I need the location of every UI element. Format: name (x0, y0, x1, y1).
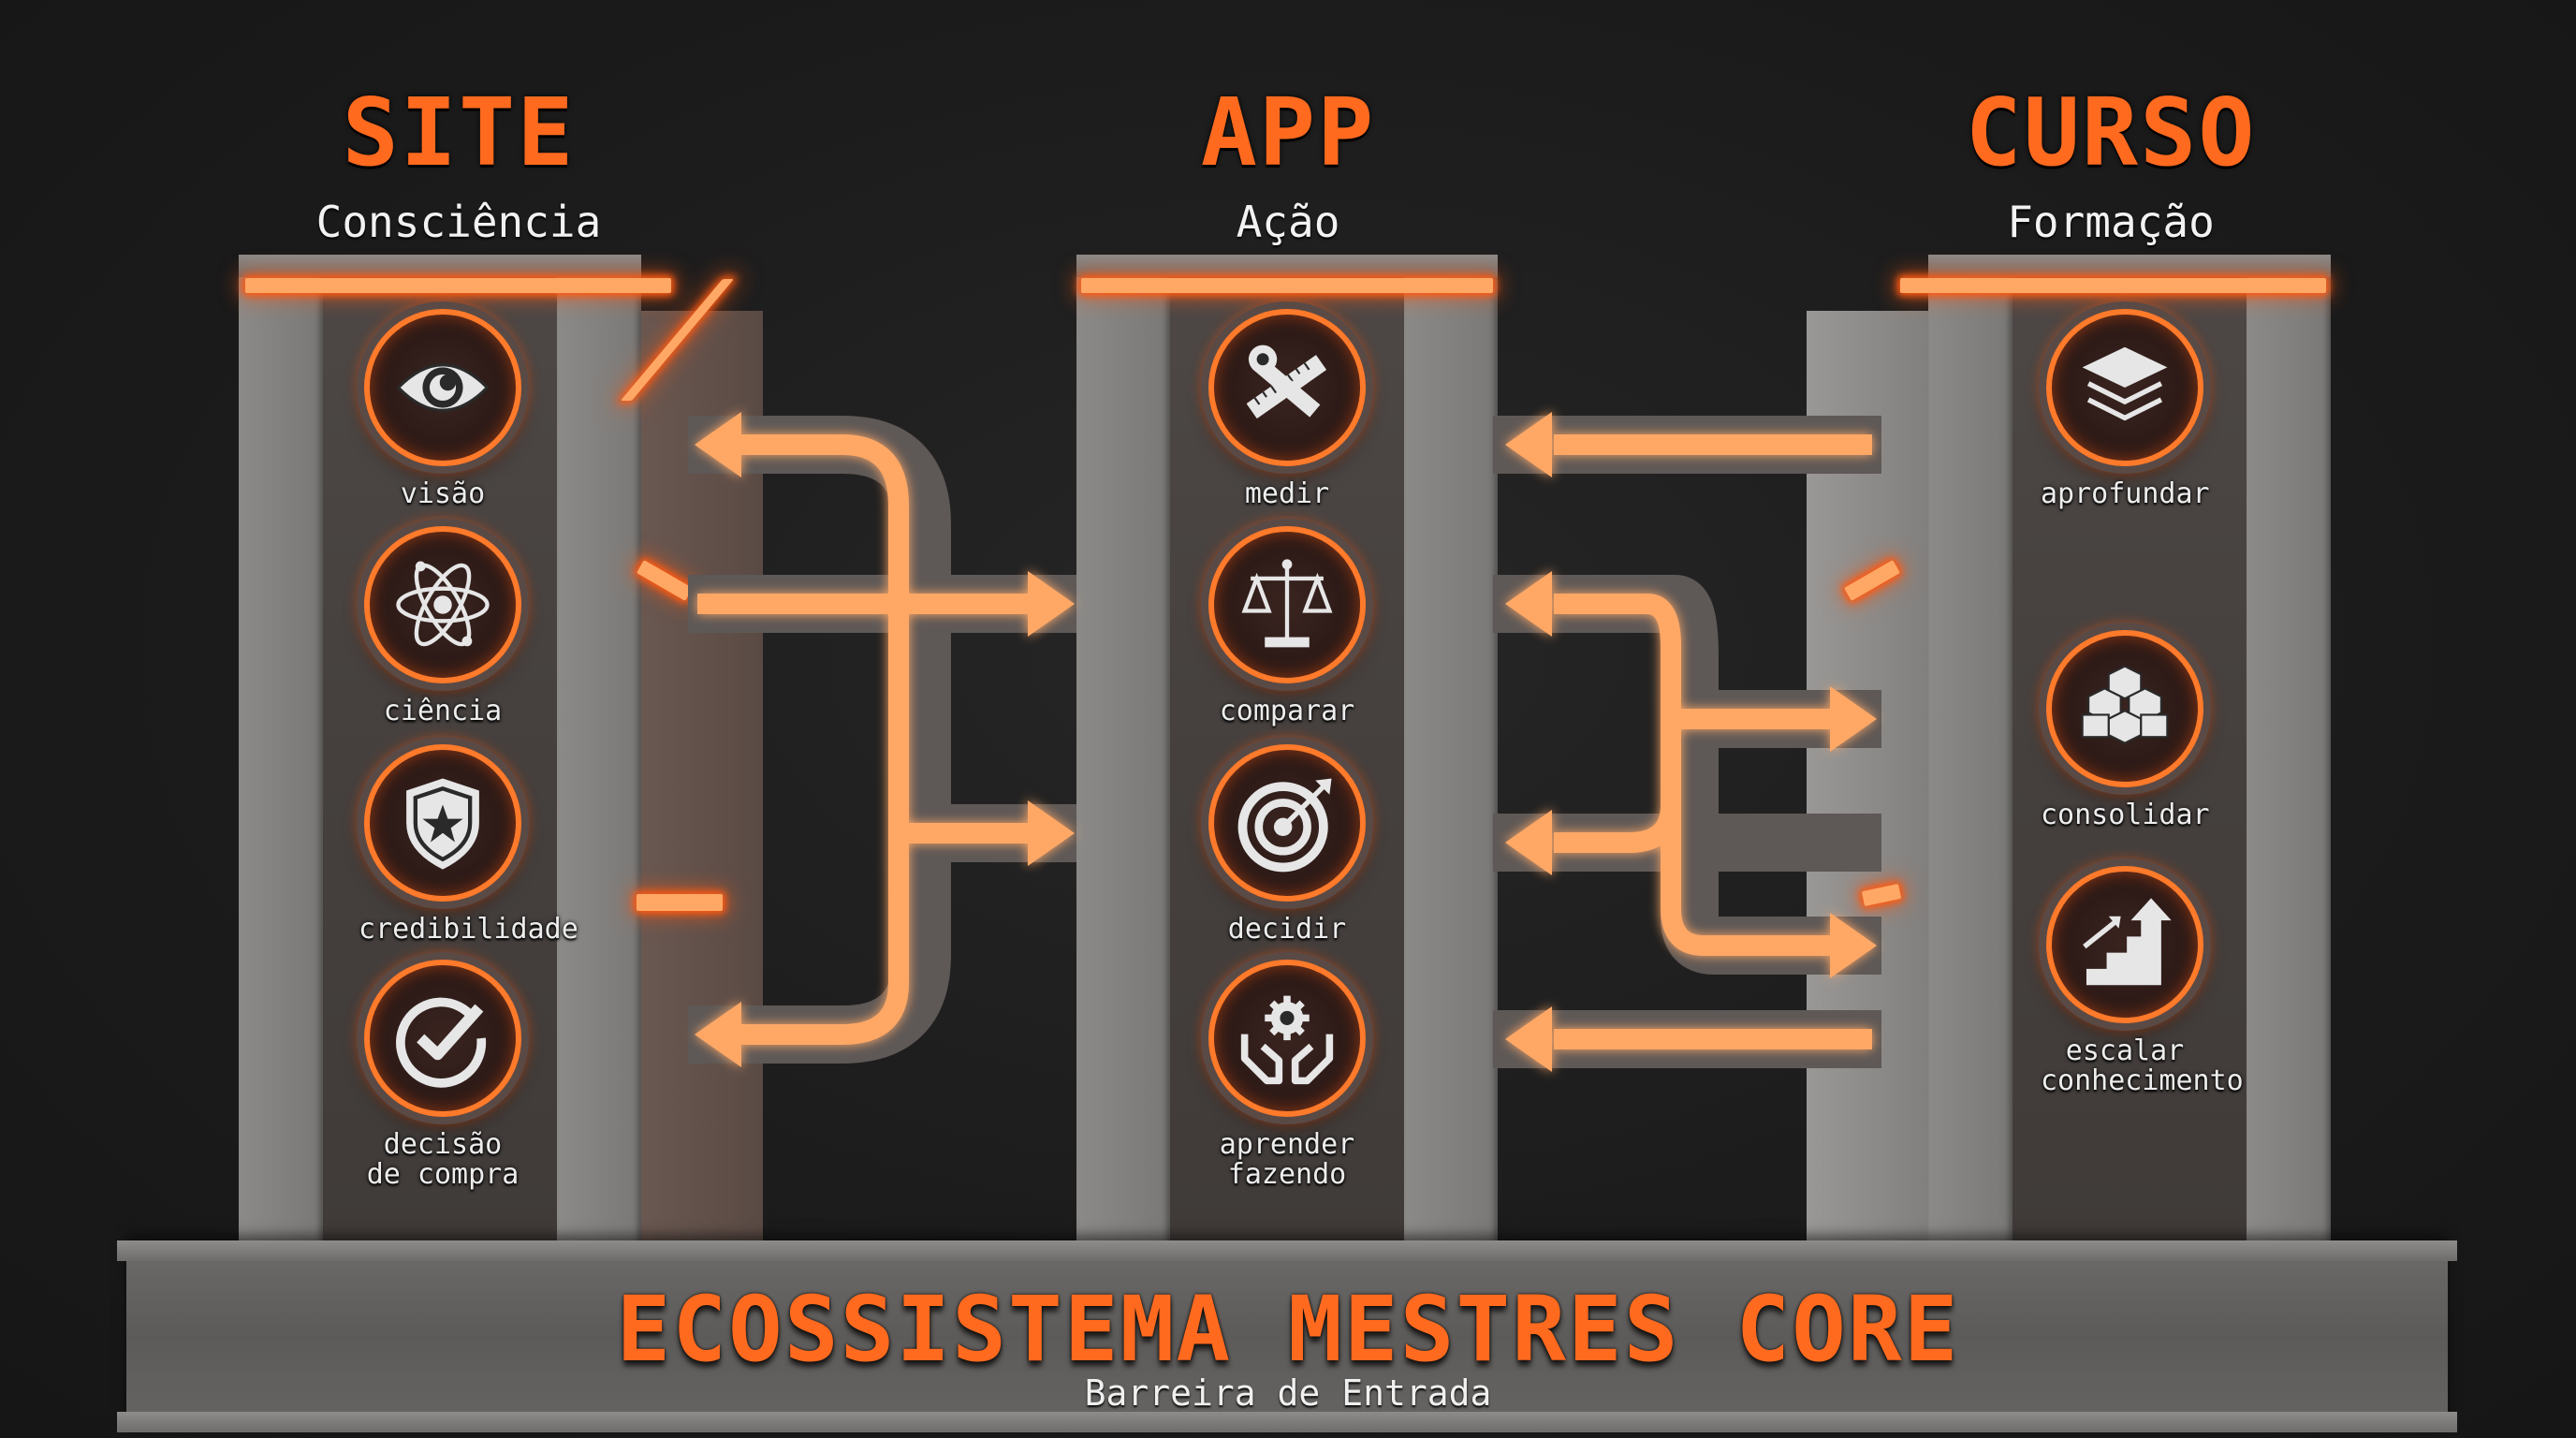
shield-star-icon (406, 778, 479, 870)
site-slot-glow (637, 894, 723, 911)
column-subtitle: Ação (1236, 197, 1340, 247)
pillar-rail-right (557, 255, 641, 1247)
stairs-up-icon (2083, 898, 2172, 986)
column-subtitle: Formação (2007, 197, 2215, 247)
column-title: SITE (342, 78, 576, 187)
target-arrow-icon (1237, 778, 1332, 873)
column-subtitle: Consciência (315, 197, 602, 247)
node-aprofundar: aprofundar (2041, 309, 2210, 510)
node-label: visão (400, 477, 486, 510)
ruler-tape-icon (1246, 345, 1327, 419)
column-header-curso: CURSO Formação (1867, 78, 2354, 247)
icon-ring (1208, 526, 1366, 683)
node-consolidar: consolidar (2041, 630, 2210, 831)
app-top-glow (1081, 278, 1493, 293)
node-label: decidir (1227, 913, 1347, 946)
icon-ring (2046, 309, 2203, 466)
column-title: APP (1200, 78, 1376, 187)
node-ciencia: ciência (359, 526, 527, 726)
pillar-rail-right (1404, 255, 1498, 1247)
node-label: consolidar (2041, 799, 2210, 831)
base-platform (117, 1240, 2457, 1432)
node-label: ciência (383, 695, 503, 727)
pillar-cap (1076, 255, 1498, 277)
node-label: escalar conhecimento (2041, 1034, 2244, 1097)
node-label: medir (1244, 477, 1330, 510)
pillar-cap (1928, 255, 2331, 277)
pillar-rail-right (2247, 255, 2331, 1247)
column-title: CURSO (1965, 78, 2257, 187)
scales-icon (1241, 559, 1333, 648)
label-line: conhecimento (2041, 1064, 2244, 1097)
column-header-site: SITE Consciência (215, 78, 702, 247)
node-label: comparar (1219, 695, 1355, 727)
node-medir: medir (1203, 309, 1371, 509)
label-line: de compra (366, 1158, 520, 1191)
node-label: credibilidade (359, 913, 578, 946)
node-decidir: decidir (1203, 744, 1371, 945)
blocks-icon (2081, 665, 2169, 744)
icon-ring (364, 960, 521, 1117)
base-lip-top (117, 1240, 2457, 1261)
node-label: aprender fazendo (1203, 1130, 1371, 1190)
icon-ring (1208, 309, 1366, 466)
node-escalar-conhecimento: escalar conhecimento (2041, 866, 2244, 1097)
atom-icon (396, 561, 490, 647)
node-comparar: comparar (1203, 526, 1371, 726)
icon-ring (1208, 960, 1366, 1117)
icon-ring (364, 744, 521, 902)
icon-ring (2046, 630, 2203, 787)
check-circle-icon (396, 997, 487, 1088)
node-visao: visão (359, 309, 527, 509)
node-decisao-de-compra: decisão de compra (359, 960, 527, 1190)
label-line: aprender (1219, 1128, 1355, 1161)
icon-ring (2046, 866, 2203, 1023)
icon-ring (1208, 744, 1366, 902)
node-label: decisão de compra (359, 1130, 527, 1190)
icon-ring (364, 309, 521, 466)
layers-icon (2082, 346, 2168, 421)
site-top-glow (245, 278, 671, 293)
label-line: decisão (383, 1128, 503, 1161)
pillar-rail-left (1076, 255, 1170, 1247)
hands-gear-icon (1240, 995, 1334, 1085)
icon-ring (364, 526, 521, 683)
pillar-rail-left (1928, 255, 2012, 1247)
node-credibilidade: credibilidade (359, 744, 578, 946)
diagram-title: ECOSSISTEMA MESTRES CORE (616, 1277, 1960, 1382)
base-lip-bottom (117, 1412, 2457, 1432)
column-header-app: APP Ação (1045, 78, 1531, 247)
label-line: fazendo (1227, 1158, 1347, 1191)
curso-top-glow (1900, 278, 2326, 293)
node-aprender-fazendo: aprender fazendo (1203, 960, 1371, 1190)
node-label: aprofundar (2041, 477, 2210, 510)
pillar-cap (239, 255, 641, 277)
diagram-subtitle: Barreira de Entrada (1084, 1372, 1492, 1414)
eye-icon (396, 363, 490, 412)
label-line: escalar (2065, 1034, 2185, 1067)
pillar-rail-left (239, 255, 323, 1247)
